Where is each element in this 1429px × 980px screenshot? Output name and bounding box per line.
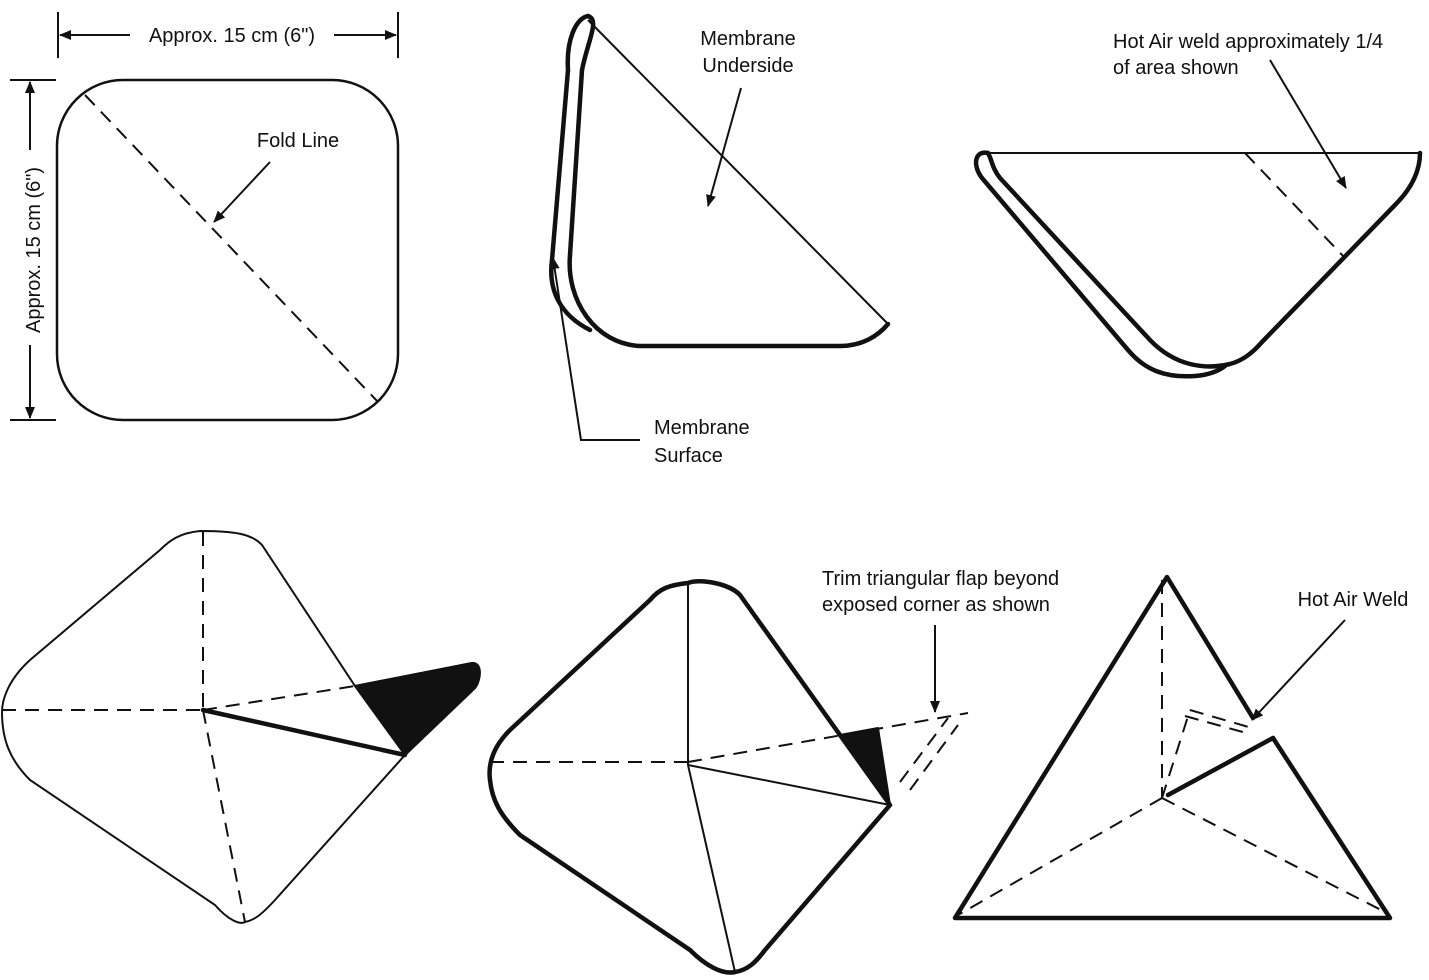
weld-quarter-label-2: of area shown [1113, 57, 1239, 79]
membrane-surface-pointer [549, 257, 640, 441]
trim-label-2: exposed corner as shown [822, 594, 1050, 616]
weld-quarter-pointer [1269, 59, 1347, 189]
corner-outline [952, 574, 1393, 921]
width-dimension-label: Approx. 15 cm (6") [149, 25, 315, 47]
membrane-surface-label-2: Surface [654, 445, 723, 467]
membrane-underside-pointer [706, 87, 742, 207]
weld-dash-b [1184, 715, 1251, 735]
step-3-partial-weld: Hot Air weld approximately 1/4 of area s… [973, 31, 1423, 379]
crease-to-corner [687, 764, 891, 806]
fold-edge [587, 19, 889, 325]
membrane-underside-label-1: Membrane [700, 28, 796, 50]
crease-right [1161, 797, 1386, 913]
membrane-folded-edge [567, 13, 891, 349]
fold-line-label: Fold Line [257, 130, 339, 152]
crease-to-bottom [687, 764, 736, 973]
weld-quarter-label-1: Hot Air weld approximately 1/4 [1113, 31, 1383, 53]
step-4-diamond-flap [0, 529, 481, 924]
fold-line-pointer [213, 161, 271, 223]
trim-line-lower-b [899, 717, 949, 783]
fold-line [84, 94, 379, 403]
membrane-square [55, 78, 400, 422]
height-dimension-label: Approx. 15 cm (6") [23, 167, 45, 333]
weld-boundary [1244, 152, 1346, 259]
hot-air-weld-pointer [1251, 619, 1346, 721]
step-2-folded-triangle: Membrane Underside Membrane Surface [549, 13, 891, 467]
membrane-underside-label-2: Underside [702, 55, 793, 77]
crease-diagonal [202, 709, 246, 923]
step-6-finished-corner: Hot Air Weld [952, 574, 1409, 921]
step-5-trim-flap: Trim triangular flap beyond exposed corn… [487, 568, 1059, 975]
trim-flap-remnant [839, 727, 891, 806]
weld-seam [200, 707, 408, 758]
front-layer-edge [985, 150, 1423, 369]
step-1-square-membrane: Approx. 15 cm (6") Approx. 15 cm (6") Fo… [10, 12, 400, 422]
trim-label-1: Trim triangular flap beyond [822, 568, 1059, 590]
crease-inner [1161, 709, 1191, 799]
crease-left [957, 797, 1163, 916]
hot-air-weld-label: Hot Air Weld [1298, 589, 1409, 611]
folded-flap [354, 662, 481, 756]
membrane-surface-label-1: Membrane [654, 417, 750, 439]
weld-seam [1165, 735, 1276, 798]
trim-line-upper [687, 712, 969, 763]
pyramid-outline [487, 578, 893, 975]
weld-dash-a [1189, 709, 1253, 729]
trim-line-lower-a [909, 724, 959, 791]
crease-to-flap [202, 685, 356, 711]
back-layer-edge [973, 150, 1228, 379]
